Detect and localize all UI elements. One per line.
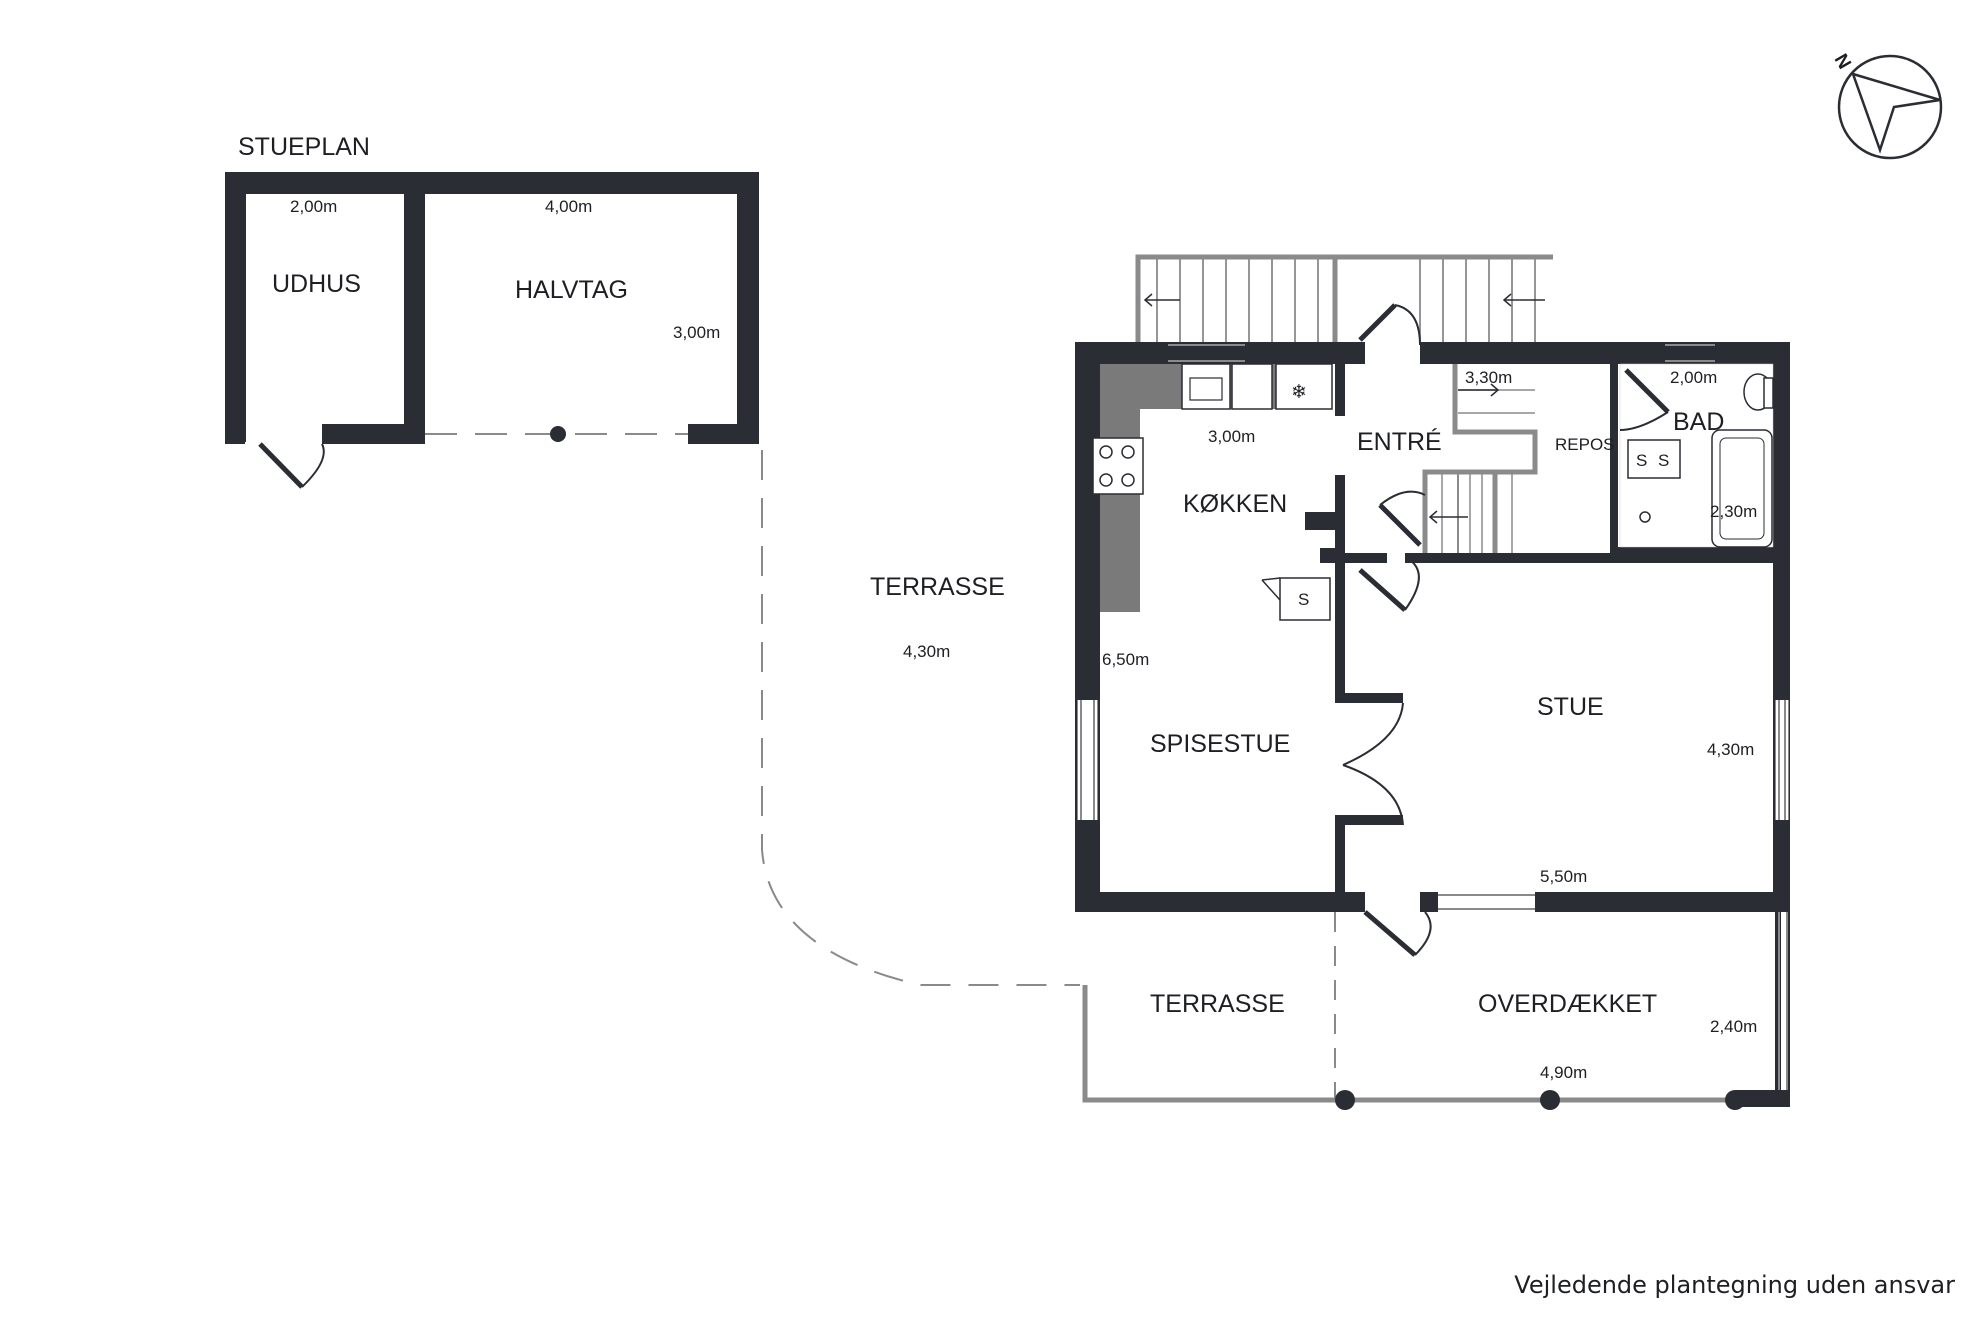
dim-bad-width: 2,00m: [1670, 368, 1717, 387]
bath-s1: S: [1636, 451, 1647, 470]
north-arrow-icon: [1851, 72, 1941, 154]
dim-koekken-width: 3,00m: [1208, 427, 1255, 446]
dim-overdaekket-depth: 2,40m: [1710, 1017, 1757, 1036]
freezer-icon: [1275, 363, 1333, 410]
room-spisestue: SPISESTUE: [1150, 730, 1290, 758]
room-terrasse-left: TERRASSE: [870, 573, 1005, 601]
room-koekken: KØKKEN: [1183, 490, 1287, 518]
room-terrasse-bottom: TERRASSE: [1150, 990, 1285, 1018]
dim-koekken-spisestue-depth: 6,50m: [1102, 650, 1149, 669]
disclaimer-text: Vejledende plantegning uden ansvar: [1514, 1271, 1955, 1299]
dishwasher-icon: [1231, 363, 1273, 410]
room-halvtag: HALVTAG: [515, 276, 628, 304]
room-udhus: UDHUS: [272, 270, 361, 298]
dim-stue-depth: 4,30m: [1707, 740, 1754, 759]
exterior-stairs: [1135, 254, 1553, 346]
outbuilding: STUEPLAN UDHUS HALVTAG 2,00m 4,00m 3,00m: [225, 133, 759, 489]
sink-icon: [1181, 363, 1231, 410]
snowflake-icon: ❄: [1291, 382, 1307, 403]
main-house: ❄ S: [1075, 254, 1790, 1110]
terrace-left: TERRASSE 4,30m: [761, 450, 1080, 986]
stove-icon: [1092, 437, 1144, 495]
dim-udhus-width: 2,00m: [290, 197, 337, 216]
room-entre: ENTRÉ: [1357, 427, 1442, 456]
room-stue: STUE: [1537, 693, 1604, 721]
room-repos: REPOS: [1555, 435, 1615, 454]
dim-halvtag-width: 4,00m: [545, 197, 592, 216]
dim-stue-width: 5,50m: [1540, 867, 1587, 886]
dim-overdaekket-width: 4,90m: [1540, 1063, 1587, 1082]
dim-halvtag-depth: 3,00m: [673, 323, 720, 342]
dim-entre-width: 3,30m: [1465, 368, 1512, 387]
compass-north-label: N: [1830, 51, 1855, 73]
compass: N: [1830, 51, 1943, 160]
bath-s2: S: [1658, 451, 1669, 470]
stove-box-label: S: [1298, 590, 1309, 609]
floor-title: STUEPLAN: [238, 133, 370, 161]
dim-terrasse-left: 4,30m: [903, 642, 950, 661]
bathtub-icon: [1711, 429, 1773, 548]
drain-icon: [1639, 511, 1651, 523]
room-overdaekket: OVERDÆKKET: [1478, 990, 1657, 1018]
dim-bad-depth: 2,30m: [1710, 502, 1757, 521]
room-bad: BAD: [1673, 408, 1724, 436]
